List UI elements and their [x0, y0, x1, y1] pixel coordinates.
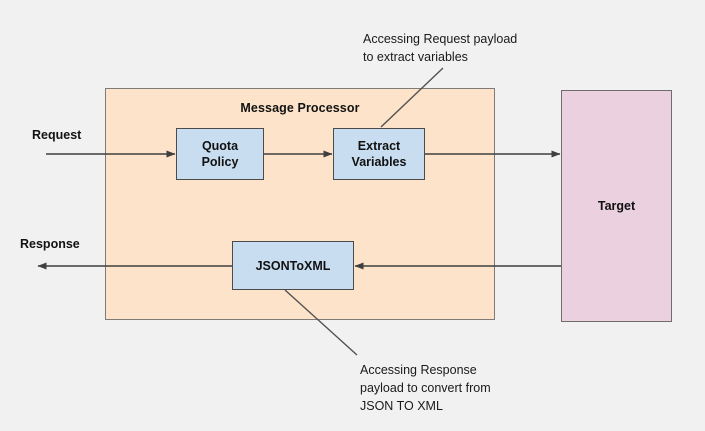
- request-annotation-text: Accessing Request payload to extract var…: [363, 32, 518, 64]
- extract-variables-box[interactable]: Extract Variables: [333, 128, 425, 180]
- target-label: Target: [597, 199, 636, 213]
- message-processor-label: Message Processor: [240, 101, 360, 115]
- quota-policy-label-line1: Quota: [201, 139, 239, 153]
- target-box[interactable]: Target: [561, 90, 672, 322]
- response-label: Response: [20, 237, 80, 251]
- response-annotation-text: Accessing Response payload to convert fr…: [360, 363, 491, 413]
- extract-variables-label-line2: Variables: [351, 155, 407, 169]
- jsontoxml-label: JSONToXML: [255, 258, 331, 273]
- quota-policy-label-line2: Policy: [201, 155, 239, 169]
- extract-variables-label: Extract Variables: [352, 138, 407, 170]
- jsontoxml-box[interactable]: JSONToXML: [232, 241, 354, 290]
- quota-policy-label: Quota Policy: [202, 138, 239, 170]
- request-label: Request: [32, 128, 82, 142]
- extract-variables-label-line1: Extract: [357, 139, 401, 153]
- quota-policy-box[interactable]: Quota Policy: [176, 128, 264, 180]
